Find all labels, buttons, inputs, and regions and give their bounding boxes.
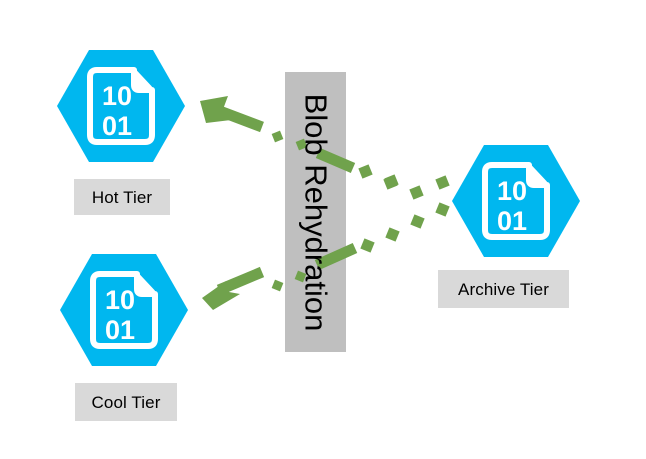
hot-tier-icon-text-top: 10 — [102, 81, 132, 111]
archive-tier-label: Archive Tier — [438, 270, 569, 308]
cool-tier-icon-text-top: 10 — [105, 285, 135, 315]
blob-rehydration-band — [285, 72, 346, 352]
connector-archive-to-cool-dots — [360, 202, 450, 253]
arrowhead-to-cool-icon — [202, 281, 240, 310]
cool-tier-icon-text-bottom: 01 — [105, 315, 135, 345]
connector-archive-to-cool-dash-right — [314, 242, 358, 271]
arrowhead-to-hot-icon — [200, 96, 231, 123]
hot-tier-icon-text-bottom: 01 — [102, 111, 132, 141]
connector-archive-to-hot — [200, 96, 450, 200]
hot-tier-label: Hot Tier — [74, 179, 170, 215]
archive-tier-icon-text-top: 10 — [497, 176, 527, 206]
cool-tier-label: Cool Tier — [75, 383, 177, 421]
connector-archive-to-cool — [202, 202, 450, 310]
connector-archive-to-hot-dots-left — [271, 130, 308, 151]
connector-archive-to-hot-shaft — [215, 104, 264, 133]
archive-tier-icon-text-bottom: 01 — [497, 206, 527, 236]
connector-archive-to-hot-dots — [358, 164, 450, 200]
node-cool-tier[interactable]: 10 01 — [60, 254, 188, 366]
connector-archive-to-hot-dash-right — [315, 147, 356, 174]
node-hot-tier[interactable]: 10 01 — [57, 50, 185, 162]
connector-archive-to-cool-dots-left — [271, 270, 307, 292]
node-archive-tier[interactable]: 10 01 — [452, 145, 580, 257]
